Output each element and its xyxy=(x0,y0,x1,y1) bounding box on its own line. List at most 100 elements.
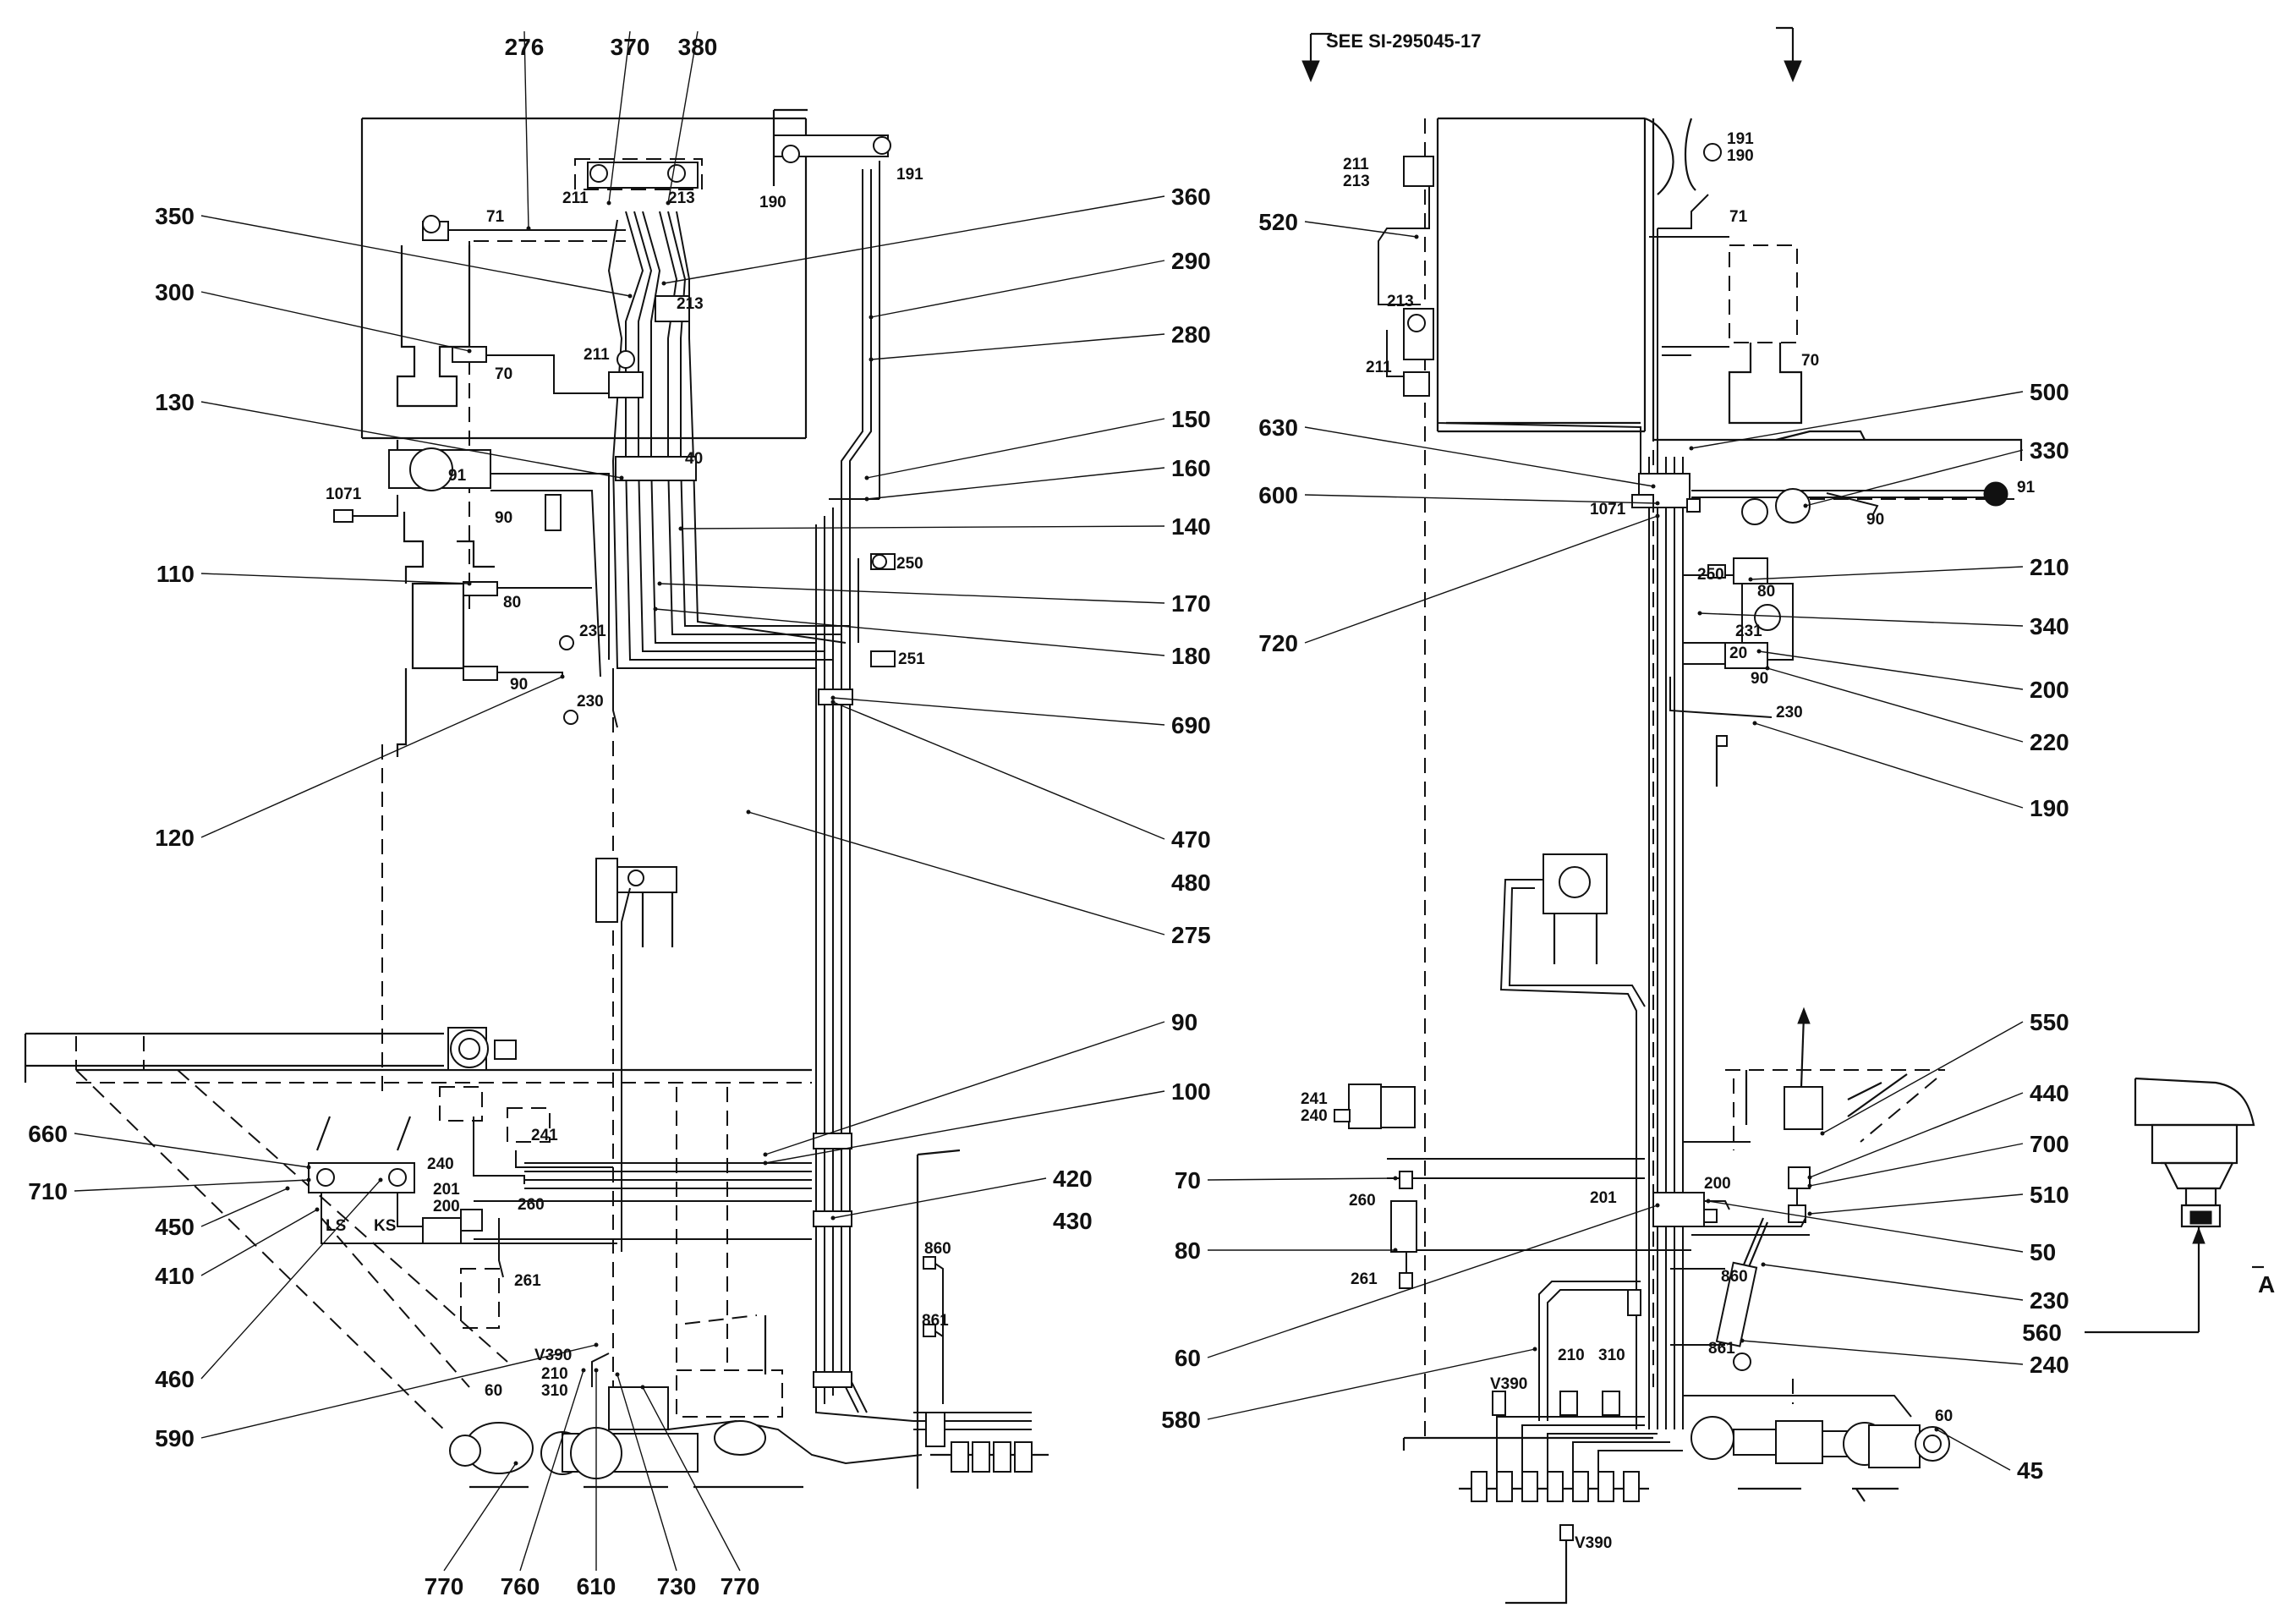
callout-120: 120 xyxy=(155,825,195,851)
leader-510 xyxy=(1809,1193,2024,1215)
part-number-210: 210 xyxy=(541,1365,568,1383)
callout-410: 410 xyxy=(155,1263,195,1289)
part-number-213: 213 xyxy=(677,295,704,313)
leader-tip xyxy=(1655,1203,1660,1208)
part-number-241: 241 xyxy=(531,1127,558,1144)
part-number-230: 230 xyxy=(1776,704,1803,721)
callout-150: 150 xyxy=(1171,406,1211,432)
leader-tip xyxy=(285,1186,290,1191)
callout-380: 380 xyxy=(678,34,718,60)
part-number-210: 210 xyxy=(1558,1347,1585,1364)
leader-tip xyxy=(1807,1183,1812,1188)
leader-350 xyxy=(200,215,631,297)
leader-tip xyxy=(1748,577,1753,582)
callout-710: 710 xyxy=(28,1178,68,1204)
leader-tip xyxy=(1414,234,1419,239)
callout-160: 160 xyxy=(1171,455,1211,481)
callout-220: 220 xyxy=(2030,729,2069,755)
callout-276: 276 xyxy=(505,34,545,60)
leader-730 xyxy=(616,1374,677,1572)
leader-120 xyxy=(200,676,563,838)
leader-tip xyxy=(619,475,624,480)
leader-tip xyxy=(627,294,633,299)
leader-tip xyxy=(1651,484,1656,489)
callout-580: 580 xyxy=(1161,1407,1201,1433)
leader-70 xyxy=(1207,1177,1396,1181)
part-number-LS: LS xyxy=(326,1217,346,1235)
callout-500: 500 xyxy=(2030,379,2069,405)
callout-430: 430 xyxy=(1053,1208,1093,1234)
leader-tip xyxy=(653,606,658,612)
part-number-230: 230 xyxy=(577,693,604,710)
leader-tip xyxy=(306,1165,311,1170)
part-number-V390: V390 xyxy=(534,1347,572,1364)
leader-tip xyxy=(1740,1338,1745,1343)
leader-tip xyxy=(1393,1176,1398,1181)
leader-380 xyxy=(667,30,699,204)
callout-700: 700 xyxy=(2030,1131,2069,1157)
callout-190: 190 xyxy=(2030,795,2069,821)
part-number-231: 231 xyxy=(579,623,606,640)
leader-tip xyxy=(666,200,671,206)
part-number-261: 261 xyxy=(514,1272,541,1290)
callout-110: 110 xyxy=(156,561,195,587)
part-number-70: 70 xyxy=(1801,352,1819,370)
leader-500 xyxy=(1690,391,2024,449)
callout-730: 730 xyxy=(657,1573,697,1599)
leader-tip xyxy=(1756,649,1762,654)
leader-tip xyxy=(1752,721,1757,726)
leader-tip xyxy=(657,581,662,586)
leader-tip xyxy=(1765,666,1770,671)
leader-470 xyxy=(832,701,1165,840)
leader-200 xyxy=(1758,650,2024,690)
callout-770: 770 xyxy=(721,1573,760,1599)
callout-630: 630 xyxy=(1258,414,1298,441)
part-number-860: 860 xyxy=(1721,1268,1748,1286)
leader-760 xyxy=(519,1369,584,1572)
part-number-213: 213 xyxy=(668,189,695,207)
part-number-250: 250 xyxy=(896,555,923,573)
part-number-861: 861 xyxy=(1708,1340,1735,1358)
part-number-190: 190 xyxy=(1727,147,1754,165)
part-number-211: 211 xyxy=(1343,156,1369,173)
leader-170 xyxy=(659,583,1165,604)
leader-50 xyxy=(1707,1200,2024,1253)
leader-tip xyxy=(606,200,611,206)
callout-50: 50 xyxy=(2030,1239,2056,1265)
part-number-240: 240 xyxy=(427,1155,454,1173)
part-number-KS: KS xyxy=(374,1217,396,1235)
leader-tip xyxy=(315,1207,320,1212)
leader-180 xyxy=(655,608,1165,656)
part-number-200: 200 xyxy=(1704,1175,1731,1193)
callout-770: 770 xyxy=(425,1573,464,1599)
callout-130: 130 xyxy=(155,389,195,415)
leader-340 xyxy=(1699,612,2024,627)
part-number-211: 211 xyxy=(584,346,610,364)
callout-690: 690 xyxy=(1171,712,1211,738)
leader-330 xyxy=(1805,449,2024,507)
leader-190 xyxy=(1754,722,2024,809)
part-number-200: 200 xyxy=(433,1198,460,1215)
leader-370 xyxy=(608,30,631,204)
callout-100: 100 xyxy=(1171,1078,1211,1105)
callout-520: 520 xyxy=(1258,209,1298,235)
leader-130 xyxy=(200,401,622,479)
left-view xyxy=(24,108,1049,1489)
part-number-861: 861 xyxy=(922,1312,949,1330)
leader-tip xyxy=(763,1160,768,1166)
leader-290 xyxy=(870,260,1165,318)
leader-280 xyxy=(870,333,1165,360)
leader-450 xyxy=(200,1188,288,1227)
callout-370: 370 xyxy=(611,34,650,60)
callout-470: 470 xyxy=(1171,826,1211,853)
callout-460: 460 xyxy=(155,1366,195,1392)
callout-180: 180 xyxy=(1171,643,1211,669)
leader-tip xyxy=(640,1385,645,1390)
part-number-70: 70 xyxy=(495,365,512,383)
callout-330: 330 xyxy=(2030,437,2069,464)
leader-276 xyxy=(523,30,529,229)
leader-100 xyxy=(764,1090,1165,1164)
part-number-860: 860 xyxy=(924,1240,951,1258)
leader-lines xyxy=(74,30,2024,1572)
